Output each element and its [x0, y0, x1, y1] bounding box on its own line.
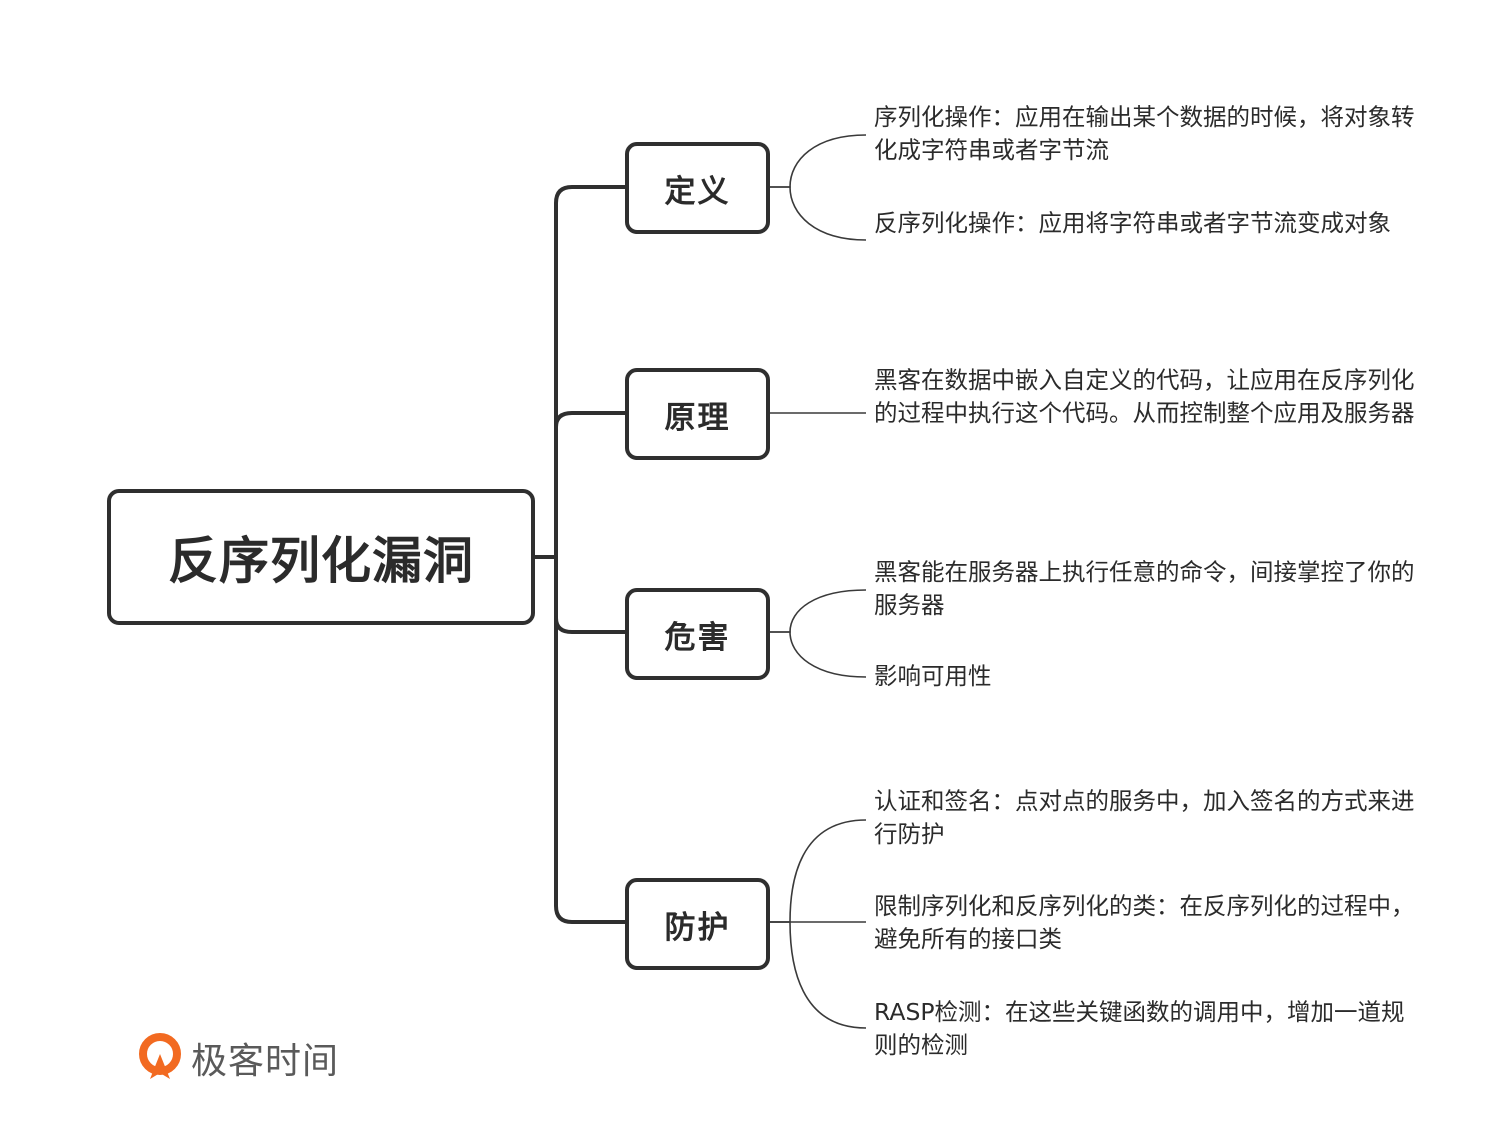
trunk-line: [554, 185, 628, 924]
leaf-connector-4-3: [770, 921, 867, 1029]
leaf-text-protection-3: RASP检测：在这些关键函数的调用中，增加一道规则的检测: [874, 998, 1405, 1059]
branch-connector-2: [554, 411, 628, 429]
leaf-text-protection-2: 限制序列化和反序列化的类：在反序列化的过程中，避免所有的接口类: [874, 892, 1415, 953]
brand-logo: 极客时间: [137, 1030, 339, 1086]
leaf-connector-1-2: [770, 186, 867, 241]
branch-connector-3: [554, 616, 628, 634]
leaf-text-definition-2: 反序列化操作：应用将字符串或者字节流变成对象: [874, 209, 1391, 237]
leaf-connector-1-1: [770, 134, 867, 188]
leaf-connector-4-1: [770, 819, 867, 923]
branch-node-protection: 防护: [625, 878, 770, 970]
leaf-text-protection-1: 认证和签名：点对点的服务中，加入签名的方式来进行防护: [874, 787, 1415, 848]
leaf-connector-3-2: [770, 631, 867, 678]
root-node: 反序列化漏洞: [107, 489, 535, 625]
leaf-text-harm-2: 影响可用性: [874, 662, 992, 690]
leaf-text-harm-1: 黑客能在服务器上执行任意的命令，间接掌控了你的服务器: [874, 558, 1415, 619]
logo-text: 极客时间: [191, 1041, 340, 1082]
branch-node-harm: 危害: [625, 588, 770, 680]
leaf-text-principle-1: 黑客在数据中嵌入自定义的代码，让应用在反序列化的过程中执行这个代码。从而控制整个…: [874, 366, 1415, 427]
geektime-logo-icon: [139, 1033, 181, 1079]
branch-node-definition: 定义: [625, 142, 770, 234]
leaf-text-definition-1: 序列化操作：应用在输出某个数据的时候，将对象转化成字符串或者字节流: [874, 103, 1415, 164]
branch-node-principle: 原理: [625, 368, 770, 460]
leaf-connector-3-1: [770, 589, 867, 633]
